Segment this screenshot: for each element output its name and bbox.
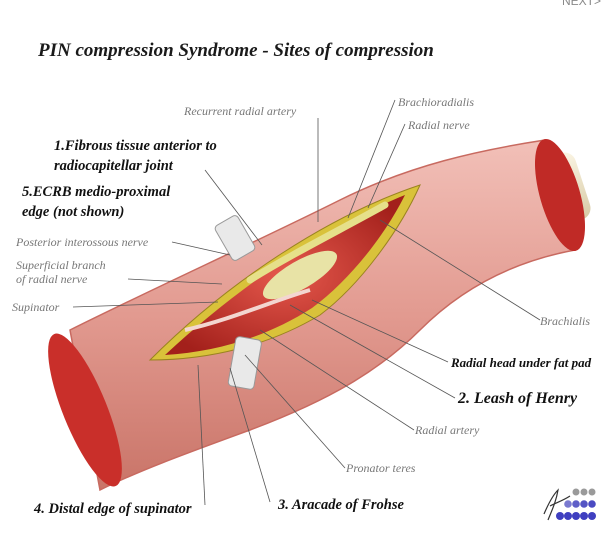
author-logo (543, 488, 596, 521)
leader-lines (72, 99, 541, 506)
label-radial-head: Radial head under fat pad (451, 355, 592, 370)
arm-skin (69, 139, 576, 492)
radial-head-fat-pad (262, 250, 338, 300)
radial-nerve (246, 201, 389, 284)
label-radial-artery: Radial artery (415, 423, 480, 437)
label-supinator: Supinator (12, 300, 60, 314)
label-radial-nerve: Radial nerve (408, 118, 470, 132)
label-site2: 2. Leash of Henry (458, 390, 578, 407)
label-site1-line1: 1.Fibrous tissue anterior to (54, 138, 217, 154)
arm-cut-proximal (534, 138, 586, 252)
radial-artery-vessel (184, 288, 311, 332)
next-link[interactable]: NEXT> (561, 0, 601, 8)
label-site4: 4. Distal edge of supinator (34, 501, 192, 517)
label-site1-line2: radiocapitellar joint (54, 158, 173, 174)
label-brachialis: Brachialis (540, 314, 590, 328)
label-site5-line2: edge (not shown) (22, 204, 125, 220)
label-superficial-branch-line2: of radial nerve (16, 272, 88, 286)
signature-mark (543, 488, 571, 521)
label-brachioradialis: Brachioradialis (398, 95, 475, 109)
logo-dots (556, 488, 596, 520)
label-pronator-teres: Pronator teres (346, 461, 416, 475)
label-recurrent-radial-artery: Recurrent radial artery (184, 104, 297, 118)
arm-cut-distal (48, 333, 122, 487)
page-title: PIN compression Syndrome - Sites of comp… (38, 40, 434, 61)
retractor-bottom (227, 336, 262, 390)
label-site3: 3. Aracade of Frohse (278, 497, 404, 513)
label-superficial-branch-line1: Superficial branch (16, 258, 106, 272)
label-posterior-interosseous-nerve: Posterior interossous nerve (16, 235, 149, 249)
label-site5-line1: 5.ECRB medio-proximal (22, 184, 171, 200)
retractor-top (214, 215, 256, 261)
